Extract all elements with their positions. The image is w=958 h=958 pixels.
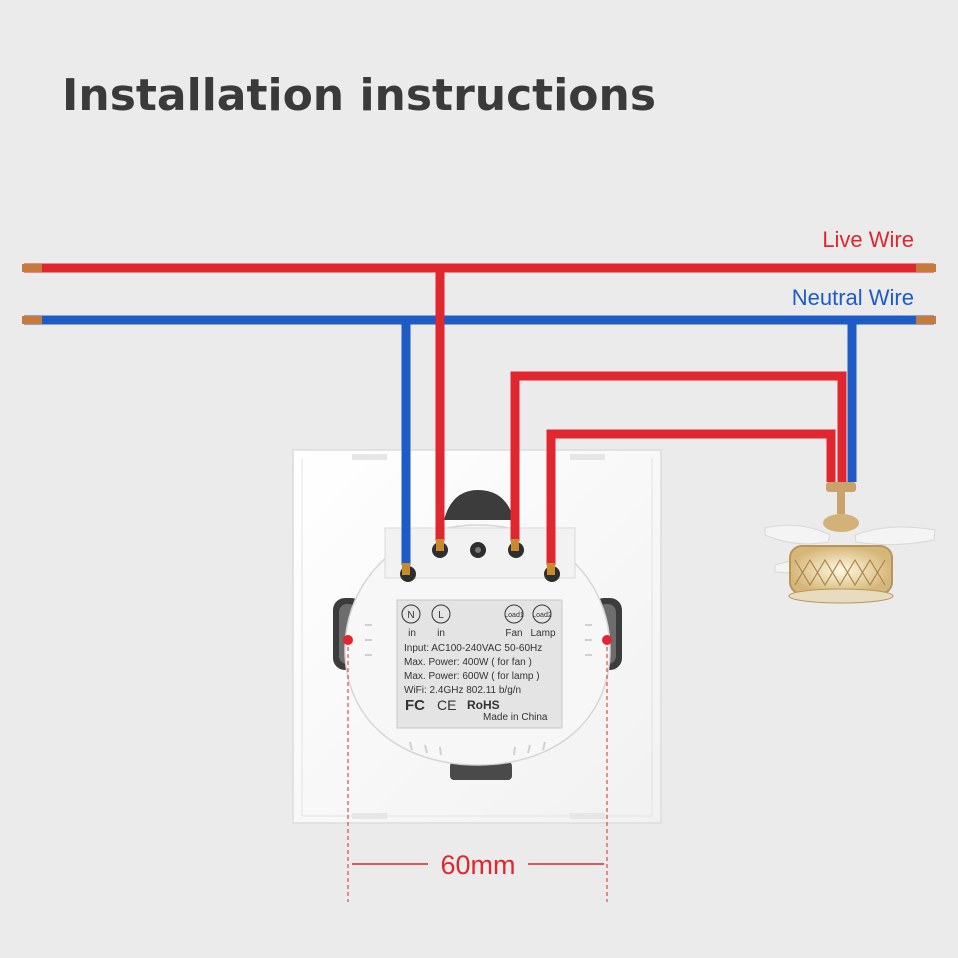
page-title: Installation instructions <box>62 70 657 121</box>
fcc-icon: FC <box>405 697 425 714</box>
spec-input: Input: AC100-240VAC 50-60Hz <box>404 643 542 654</box>
terminal-lamp-label: Lamp <box>530 628 555 639</box>
ceiling-fan-lamp-icon <box>764 482 936 604</box>
spec-wifi: WiFi: 2.4GHz 802.11 b/g/n <box>404 685 521 696</box>
terminal-n-label: N <box>407 610 414 621</box>
terminal-load1-label: Load1 <box>504 612 524 619</box>
live-wire-label: Live Wire <box>822 227 914 252</box>
dimension-label: 60mm <box>440 850 515 880</box>
made-in-label: Made in China <box>483 712 548 723</box>
terminal-fan-label: Fan <box>505 628 522 639</box>
terminal-load2-label: Load2 <box>532 612 552 619</box>
rohs-mark: RoHS <box>467 698 500 712</box>
terminal-l-label: L <box>438 610 444 621</box>
dimension-marker: 60mm <box>343 635 612 902</box>
spec-fan-power: Max. Power: 400W ( for fan ) <box>404 657 532 668</box>
ce-icon: CE <box>437 697 456 713</box>
neutral-wire-label: Neutral Wire <box>792 285 914 310</box>
switch-module: N L in in Load1 Load2 Fan Lamp Input: AC… <box>344 524 611 766</box>
branch-wires <box>401 268 857 575</box>
terminal-n-in-label: in <box>408 628 416 639</box>
main-wires <box>22 263 936 325</box>
spec-lamp-power: Max. Power: 600W ( for lamp ) <box>404 671 540 682</box>
terminal-l-in-label: in <box>437 628 445 639</box>
